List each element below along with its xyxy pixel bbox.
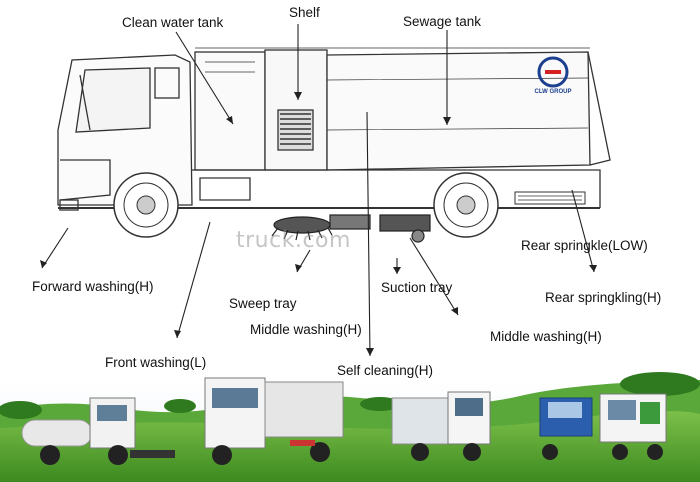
label-self-cleaning: Self cleaning(H) xyxy=(337,363,433,378)
rear-wheel xyxy=(434,173,498,237)
label-sweep-tray: Sweep tray xyxy=(229,296,297,311)
label-clean-water-tank: Clean water tank xyxy=(122,15,223,30)
logo-wordmark: CLW GROUP xyxy=(526,89,580,95)
label-sewage-tank: Sewage tank xyxy=(403,14,481,29)
label-suction-tray: Suction tray xyxy=(381,280,452,295)
label-rear-springkling-h: Rear springkling(H) xyxy=(545,290,661,305)
label-shelf: Shelf xyxy=(289,5,320,20)
label-rear-springkle-low: Rear springkle(LOW) xyxy=(521,238,648,253)
label-forward-washing: Forward washing(H) xyxy=(32,279,154,294)
label-front-washing: Front washing(L) xyxy=(105,355,206,370)
front-wheel xyxy=(114,173,178,237)
label-middle-washing-right: Middle washing(H) xyxy=(490,329,602,344)
watermark: truck.com xyxy=(236,228,351,253)
label-middle-washing-left: Middle washing(H) xyxy=(250,322,362,337)
